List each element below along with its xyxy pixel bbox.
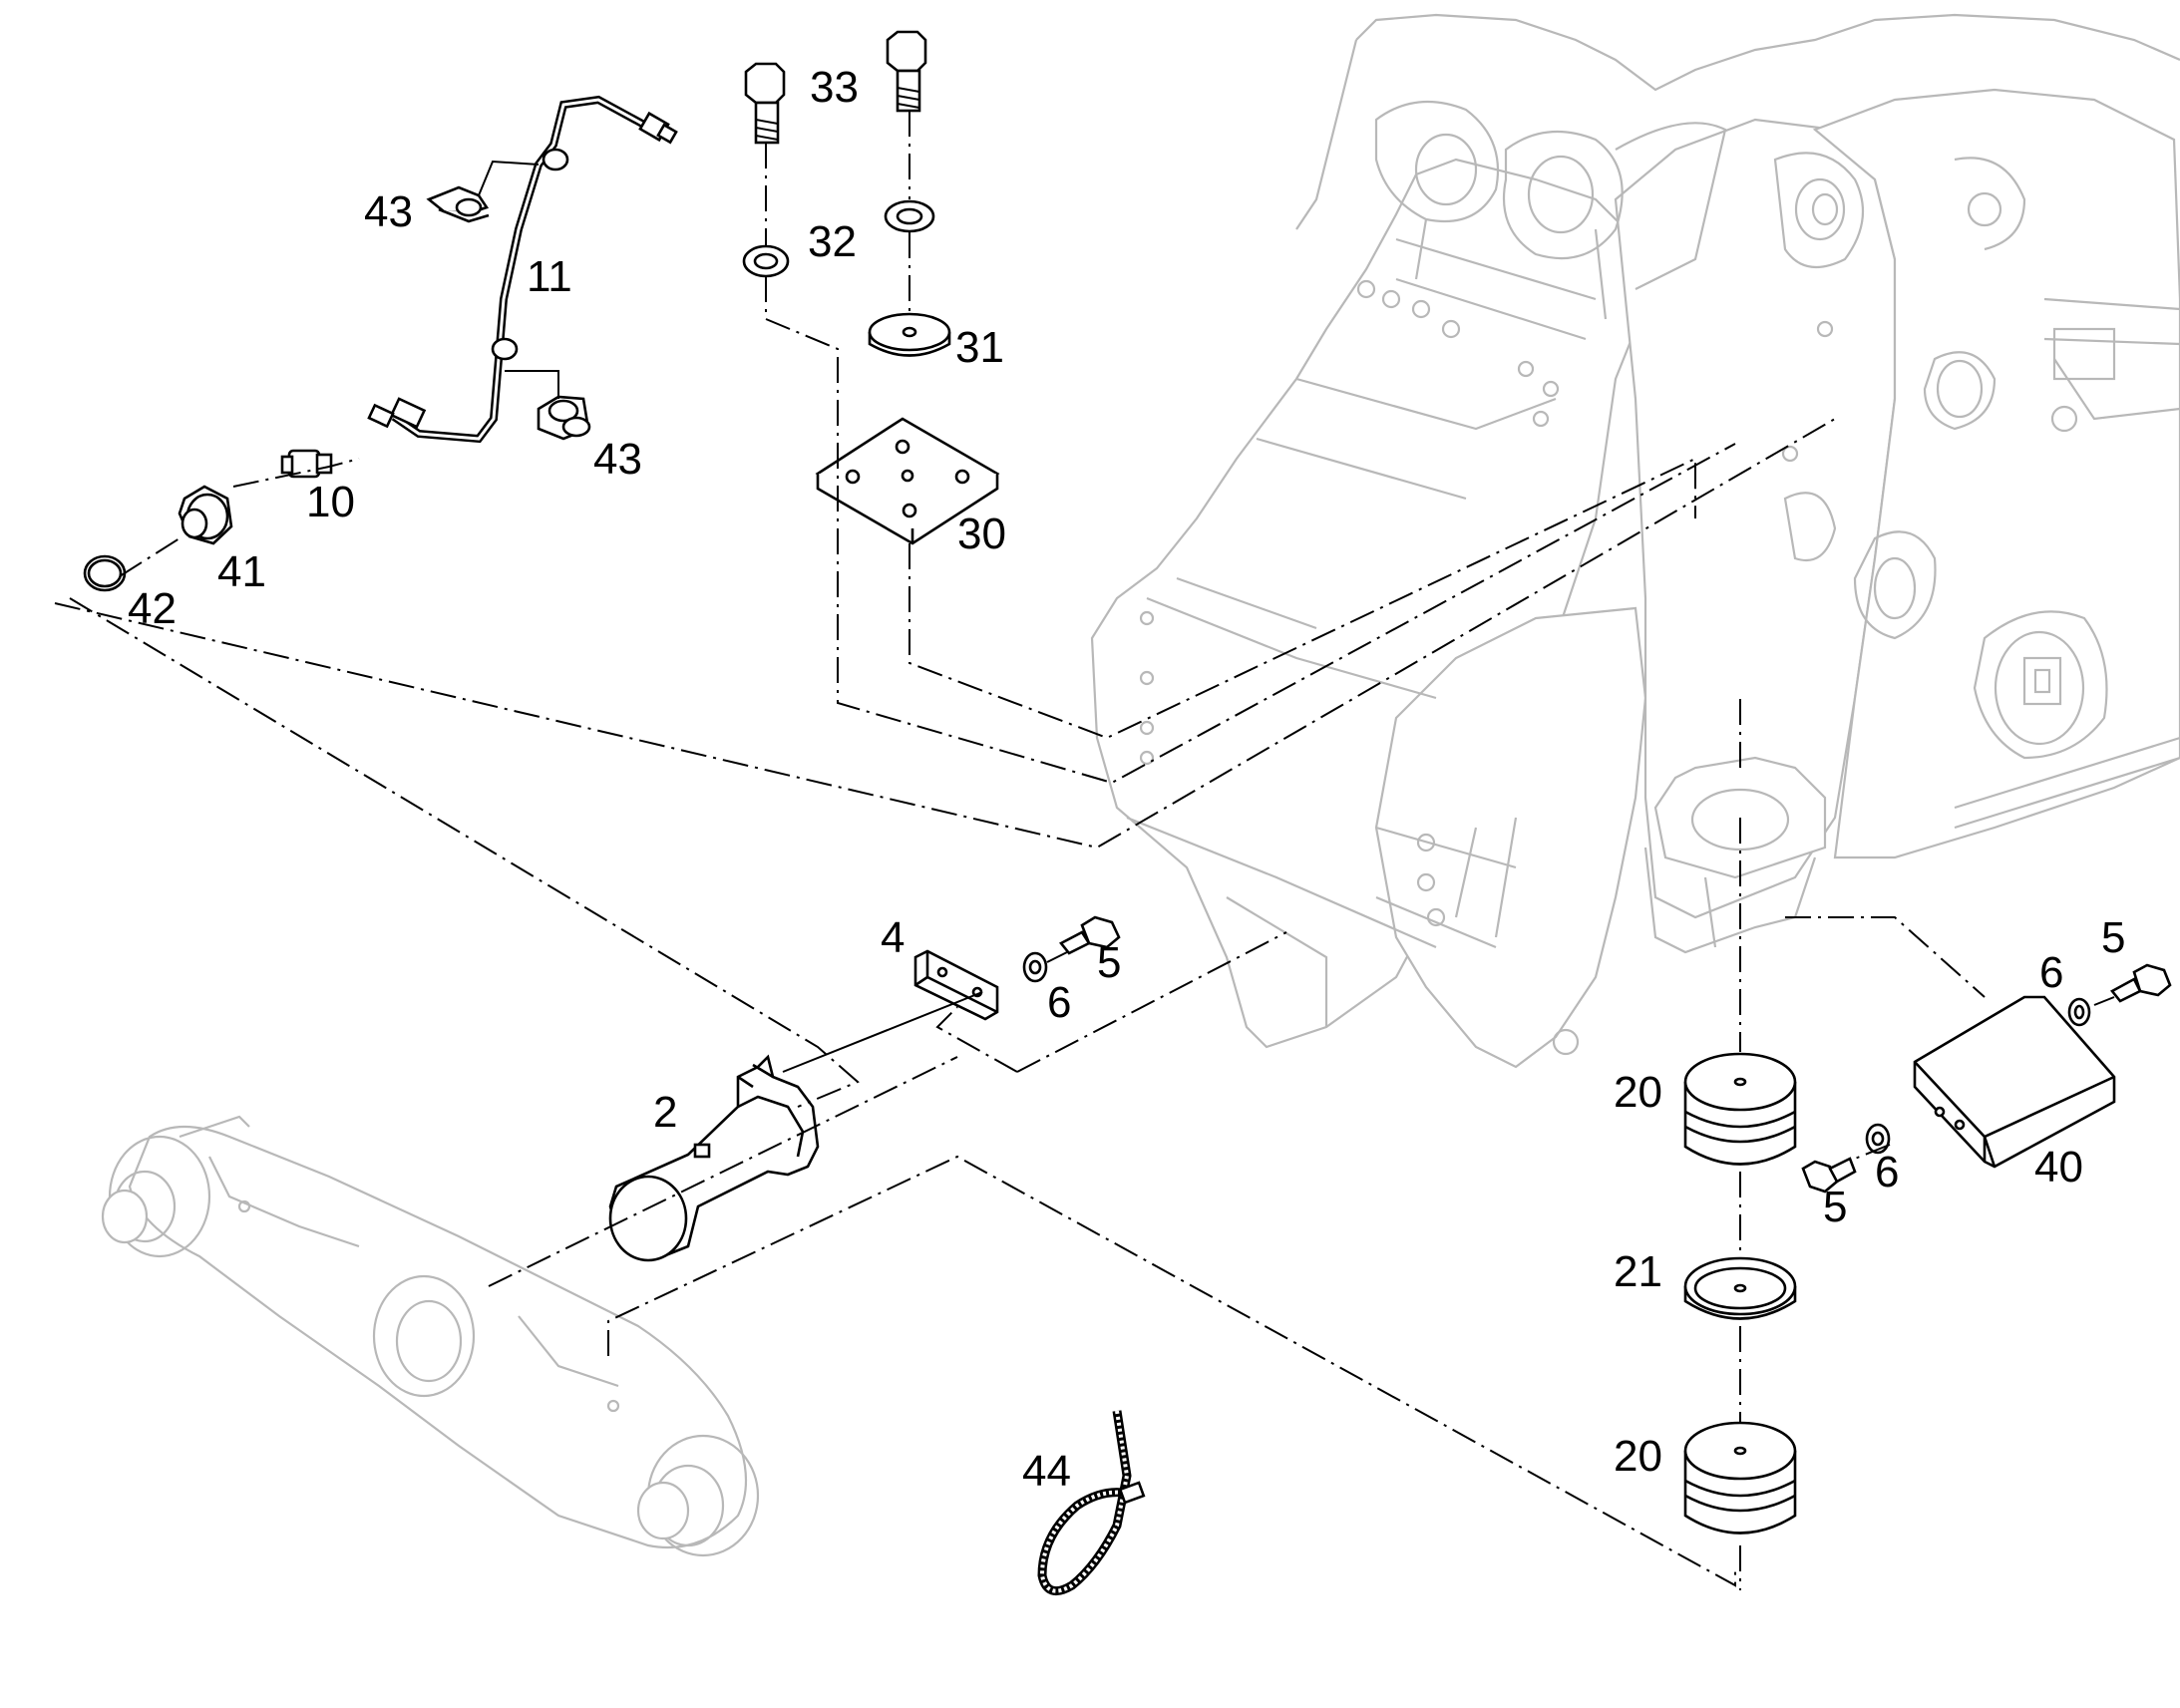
bolt-5-upper — [1058, 915, 1121, 955]
label-2: 2 — [653, 1088, 677, 1137]
label-5-upper: 5 — [1097, 938, 1121, 987]
cover-box-40 — [1913, 995, 2116, 1169]
label-10: 10 — [306, 478, 355, 526]
hose-line — [367, 95, 678, 444]
bolt-33-right — [886, 30, 927, 113]
label-43-upper: 43 — [364, 187, 413, 236]
label-6-right-lower: 6 — [1875, 1148, 1899, 1196]
callout-labels: 33 32 31 30 43 11 43 10 41 42 4 5 6 2 5 … — [128, 63, 2125, 1496]
plate-31 — [868, 312, 951, 357]
frame-holes — [1139, 279, 1834, 1056]
label-44: 44 — [1022, 1447, 1071, 1496]
washer-6-right-lower — [1865, 1123, 1891, 1155]
clamp-43-lower — [505, 370, 591, 441]
chassis-frame — [1090, 13, 2180, 1069]
label-20-upper: 20 — [1614, 1068, 1662, 1117]
label-5-right-upper: 5 — [2101, 913, 2125, 962]
rubber-buffer-20-upper — [1683, 1052, 1797, 1166]
label-20-lower: 20 — [1614, 1432, 1662, 1481]
label-32: 32 — [808, 217, 857, 266]
label-41: 41 — [217, 547, 266, 596]
washer-6-right-upper — [2067, 997, 2091, 1027]
rubber-buffer-20-lower — [1683, 1421, 1797, 1535]
label-4: 4 — [881, 913, 905, 962]
o-ring-42 — [83, 554, 127, 592]
washer-32-left — [742, 244, 790, 278]
label-30: 30 — [957, 510, 1006, 558]
bolt-5-right-upper — [2110, 963, 2172, 1003]
label-11: 11 — [527, 252, 572, 301]
bolt-33-left — [744, 62, 786, 145]
cable-tie-44 — [1037, 1410, 1146, 1596]
bolt-5-right-lower — [1801, 1157, 1857, 1194]
pin-2 — [608, 1054, 820, 1262]
label-31: 31 — [955, 323, 1004, 372]
label-42: 42 — [128, 584, 177, 633]
assembly-lines — [54, 111, 2115, 1590]
label-6-upper: 6 — [1047, 978, 1071, 1027]
label-6-right-upper: 6 — [2039, 948, 2063, 997]
leader-lines — [782, 991, 983, 1073]
plate-30 — [815, 417, 1000, 545]
clamp-43-upper — [426, 160, 540, 223]
label-5-right-lower: 5 — [1823, 1183, 1847, 1231]
label-40: 40 — [2034, 1143, 2083, 1192]
label-21: 21 — [1614, 1247, 1662, 1296]
fitting-10 — [280, 449, 333, 479]
rocker-arm — [101, 1115, 760, 1557]
plug-41 — [178, 485, 233, 545]
disc-21 — [1683, 1256, 1797, 1320]
washer-6-upper — [1022, 951, 1048, 983]
washer-32-right — [884, 199, 935, 233]
label-33: 33 — [810, 63, 859, 112]
plate-4 — [913, 949, 999, 1021]
label-43-lower: 43 — [593, 435, 642, 484]
